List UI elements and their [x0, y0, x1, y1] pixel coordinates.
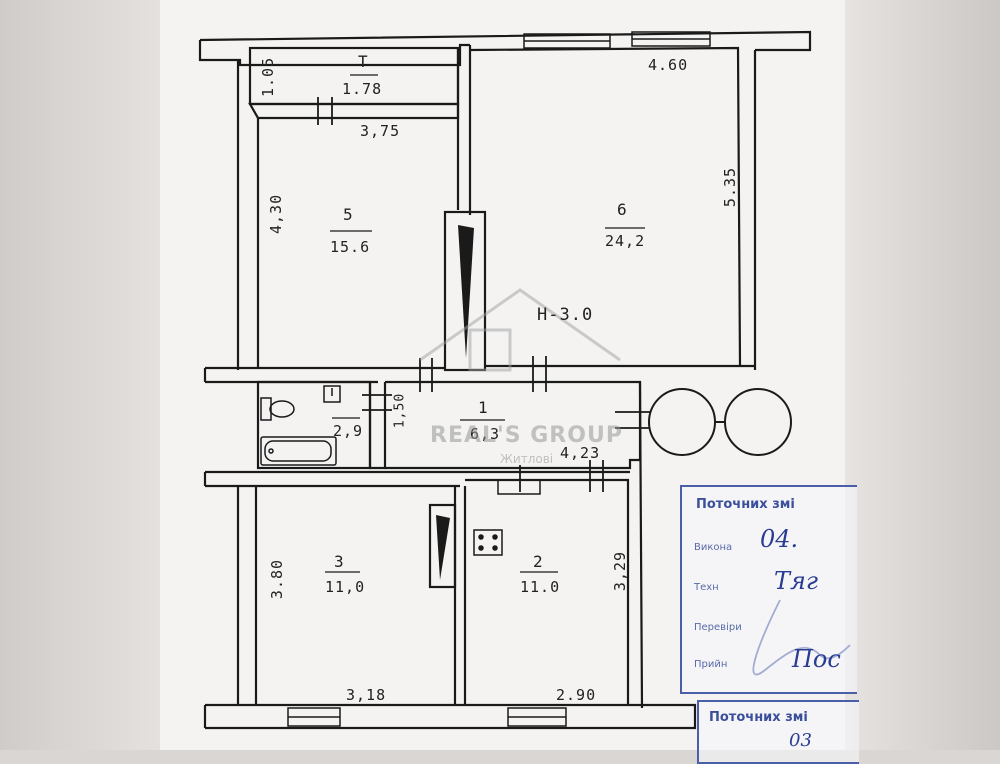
walls: [198, 30, 812, 730]
watermark-brand: REAL'S GROUP: [430, 423, 623, 448]
stamp-row-tech: Техн: [694, 582, 719, 593]
dim-room2-width: 2.90: [556, 686, 597, 704]
door-marks: [317, 97, 650, 492]
toilet-tank: [260, 397, 272, 421]
windows: [287, 31, 711, 727]
inventory-stamp-second: Поточних змі 03: [697, 700, 859, 764]
bathtub-inner: [264, 440, 332, 462]
stamp2-title: Поточних змі: [709, 710, 808, 725]
ceiling-height-label: Н-3.0: [537, 305, 594, 325]
dim-room6-height: 5.35: [721, 166, 739, 208]
room1-number: 1: [478, 398, 489, 417]
stamp-row-date: Прийн: [694, 659, 728, 670]
dim-room6-width: 4.60: [648, 56, 689, 74]
bathtub-drain: [268, 448, 274, 454]
room2-area: 11.0: [520, 578, 561, 596]
sink: [323, 385, 341, 403]
chimney-hatch-small: [436, 515, 450, 580]
wall-hall-bottom: [385, 458, 640, 470]
watermark-window: [468, 328, 512, 372]
dim-room3-width: 3,18: [346, 686, 387, 704]
bathroom-area: 2,9: [333, 422, 364, 440]
balcony-symbols: [648, 388, 792, 456]
wall-right-lower-outer: [638, 381, 644, 709]
balcony-circle-1: [648, 388, 716, 456]
stamp-hand-executed: 04.: [760, 525, 799, 553]
wall-storage-room5: [248, 102, 460, 120]
room1-area: 6,3: [470, 425, 501, 443]
dim-room5-width: 3,75: [360, 122, 401, 140]
wall-room6-top-right: [469, 46, 742, 366]
room5-area: 15.6: [330, 238, 371, 256]
dim-hall-height: 1,50: [392, 392, 408, 429]
stamp-row-executed: Викона: [694, 542, 733, 553]
wall-room3-room2: [453, 486, 467, 705]
wall-hall-top: [385, 380, 642, 460]
stove-burner-2: [492, 534, 498, 540]
stove-burner-3: [478, 545, 484, 551]
room2-number: 2: [533, 552, 544, 571]
stamp2-hand: 03: [789, 730, 812, 751]
chimney-hatch-large: [458, 225, 474, 358]
balcony-circle-2: [724, 388, 792, 456]
stamp-hand-tech: Тяг: [774, 567, 819, 595]
dim-room3-height: 3.80: [268, 558, 286, 600]
wall-top-left: [198, 40, 470, 67]
room-storage-area: 1.78: [342, 80, 383, 98]
room5-number: 5: [343, 205, 354, 224]
stove-burner-1: [478, 534, 484, 540]
chimney-block: [443, 210, 487, 372]
photo-background-right: [845, 0, 1000, 750]
chimney-small: [428, 503, 457, 589]
stamp-title: Поточних змі: [696, 497, 795, 512]
wall-bath-hall: [368, 382, 387, 470]
stove-burner-4: [492, 545, 498, 551]
photo-background-left: [0, 0, 160, 750]
dim-room5-height: 4,30: [267, 193, 285, 234]
inventory-stamp: Поточних змі Викона 04. Техн Тяг Перевір…: [680, 485, 857, 694]
kitchen-sink: [497, 479, 541, 495]
dim-hall-width: 4,23: [560, 444, 601, 462]
room6-area: 24,2: [605, 232, 646, 250]
stamp-row-checked: Перевіри: [694, 622, 742, 633]
stove-body: [473, 529, 503, 556]
label-underlines: [325, 74, 645, 573]
dim-storage-width: 1.05: [259, 56, 277, 97]
bath-fixtures: [260, 385, 341, 466]
room-storage-number: Т: [358, 52, 369, 71]
bathtub-outer: [260, 436, 337, 466]
dim-room2-height: 3,29: [611, 550, 629, 592]
watermark-house-icon: [419, 288, 621, 372]
watermark-roof: [419, 288, 621, 362]
wall-top-outer: [199, 30, 812, 52]
toilet-bowl: [269, 400, 295, 418]
room3-area: 11,0: [325, 578, 366, 596]
wall-bottom-outer: [205, 703, 697, 730]
watermark-subtitle: Житлові: [500, 452, 554, 466]
room6-number: 6: [617, 200, 628, 219]
room3-number: 3: [334, 552, 345, 571]
stamp-hand-date: Пос: [792, 645, 841, 673]
kitchen-stove: [473, 479, 541, 556]
